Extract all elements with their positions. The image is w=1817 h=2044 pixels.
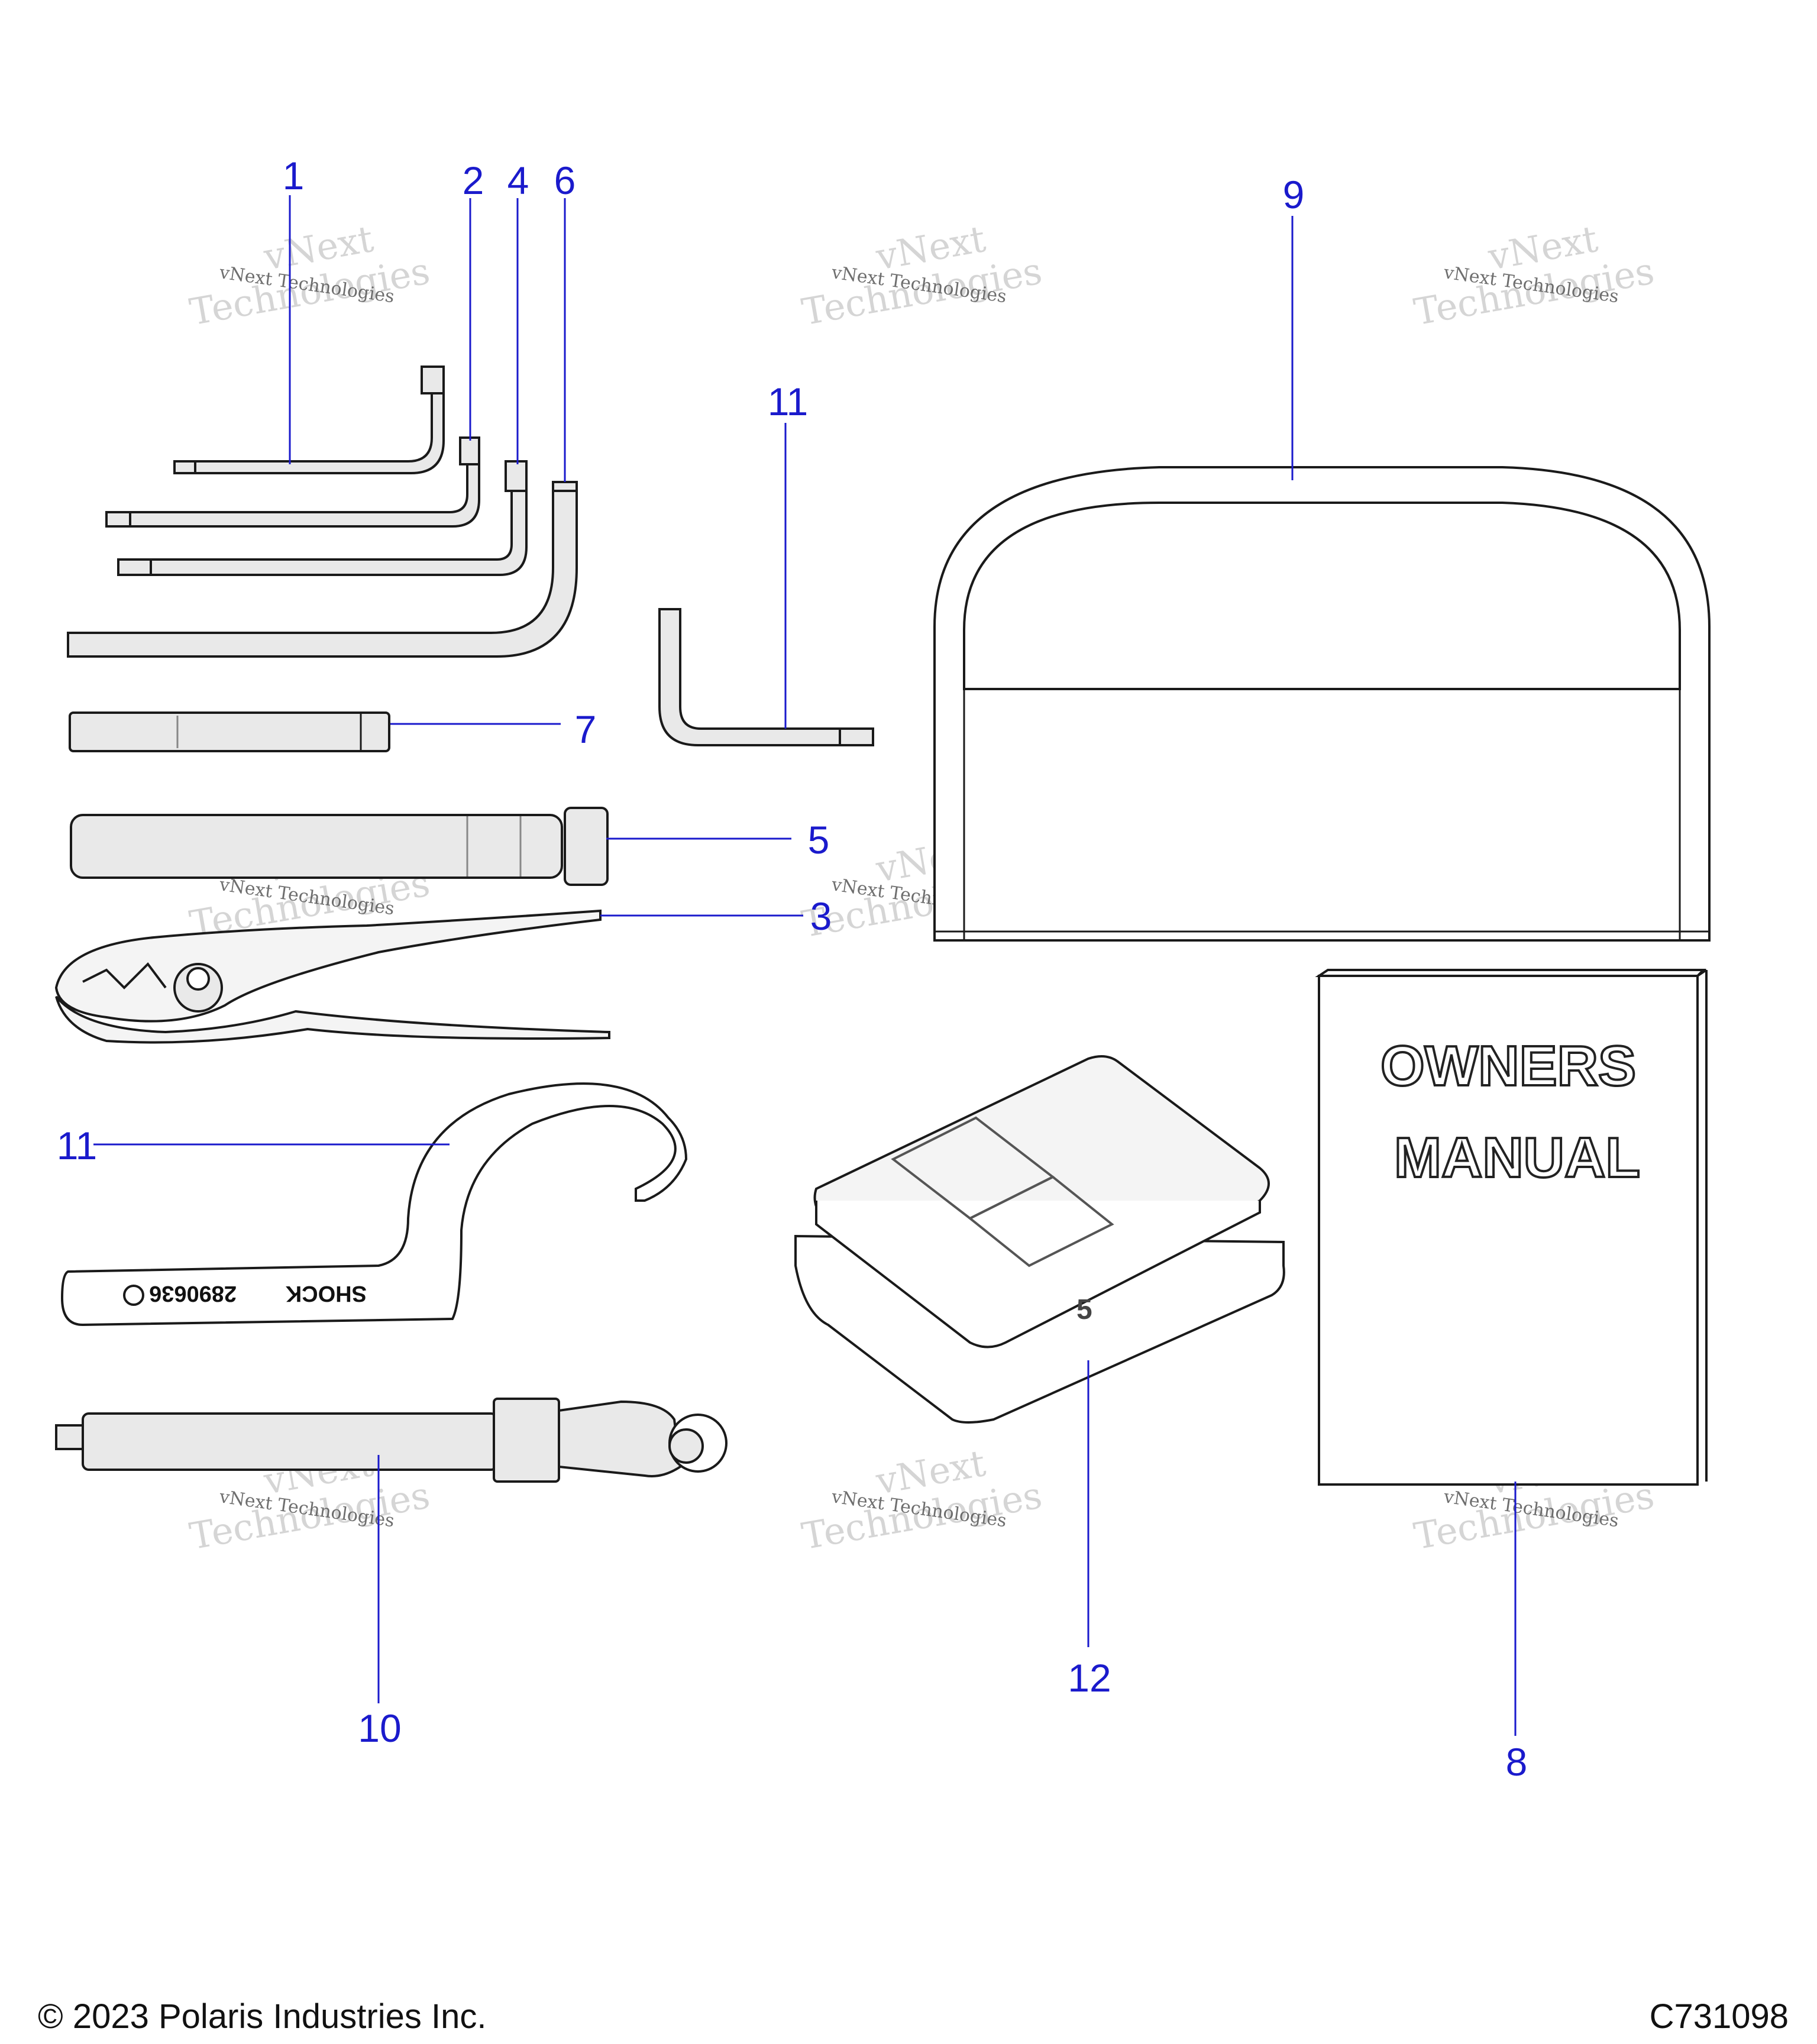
hex-key-1 — [173, 366, 445, 474]
owners-manual-8: OWNERS MANUAL — [1315, 969, 1708, 1486]
callout-10: 10 — [358, 1706, 401, 1750]
spanner-part-number: 2890636 — [149, 1281, 237, 1306]
fuse-box-12: 5 — [794, 1055, 1285, 1424]
watermark: vNext Technologies — [798, 1441, 1045, 1558]
callouts: 1 2 4 6 9 11 7 5 3 11 12 10 8 — [57, 154, 1528, 1784]
pliers-3 — [54, 909, 610, 1044]
hex-key-2 — [105, 436, 480, 528]
spanner-wrench-11: SHOCK 2890636 — [60, 1082, 688, 1327]
callout-4: 4 — [507, 159, 529, 202]
manual-title-line1: OWNERS — [1380, 1034, 1636, 1098]
spark-plug-socket-7 — [69, 711, 390, 752]
watermark: vNext Technologies — [1411, 217, 1657, 334]
watermark: vNext Technologies — [798, 217, 1045, 334]
watermark: vNext Technologies — [186, 217, 433, 334]
callout-2: 2 — [463, 159, 484, 202]
callout-6: 6 — [554, 159, 576, 202]
diagram-id: C731098 — [1649, 1997, 1789, 2036]
fuse-label: 5 — [1076, 1294, 1092, 1325]
hex-key-11 — [658, 608, 874, 746]
socket-extension-5 — [70, 807, 609, 886]
callout-3: 3 — [810, 894, 832, 938]
callout-11-hex-key: 11 — [768, 380, 809, 423]
hex-key-4 — [117, 460, 528, 576]
callout-12: 12 — [1068, 1656, 1111, 1700]
callout-9: 9 — [1283, 173, 1305, 216]
callout-5: 5 — [808, 818, 830, 862]
manual-title-line2: MANUAL — [1394, 1126, 1640, 1189]
leader-lines — [93, 195, 1517, 1736]
copyright-notice: © 2023 Polaris Industries Inc. — [38, 1997, 487, 2036]
screwdriver-handle-10 — [55, 1398, 728, 1483]
callout-7: 7 — [575, 707, 597, 751]
callout-11-spanner: 11 — [57, 1124, 98, 1167]
callout-8: 8 — [1506, 1740, 1528, 1784]
callout-1: 1 — [283, 154, 305, 198]
tool-bag-9 — [933, 466, 1711, 942]
spanner-label: SHOCK — [285, 1281, 367, 1306]
